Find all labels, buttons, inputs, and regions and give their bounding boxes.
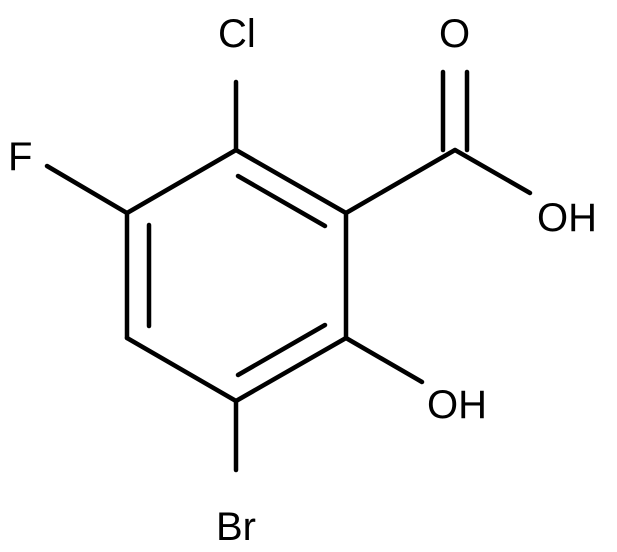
bond-carboxyl-oh: [452, 147, 533, 196]
carbonyl-oxygen-label: O: [439, 12, 470, 56]
ring-inner-double-bond-top: [235, 173, 328, 229]
ring-bond-c4-c5: [124, 335, 239, 404]
fluorine-label: F: [8, 135, 32, 179]
bromine-label: Br: [216, 505, 256, 549]
bond-ring-carboxyl: [343, 147, 458, 216]
bond-c-oh: [343, 335, 425, 385]
carboxyl-hydroxyl-label: OH: [537, 196, 597, 240]
ring-bond-c3-c4: [233, 335, 349, 404]
chlorine-label: Cl: [218, 12, 256, 56]
bond-c-f: [44, 163, 130, 216]
ring-inner-double-bond-right: [235, 322, 328, 378]
ring-bond-c1-c2: [233, 147, 349, 216]
ring-bond-c6-c1: [124, 147, 239, 216]
atom-labels: Cl F O OH OH Br: [8, 12, 597, 549]
phenol-hydroxyl-label: OH: [427, 383, 487, 427]
bonds: [44, 69, 533, 473]
